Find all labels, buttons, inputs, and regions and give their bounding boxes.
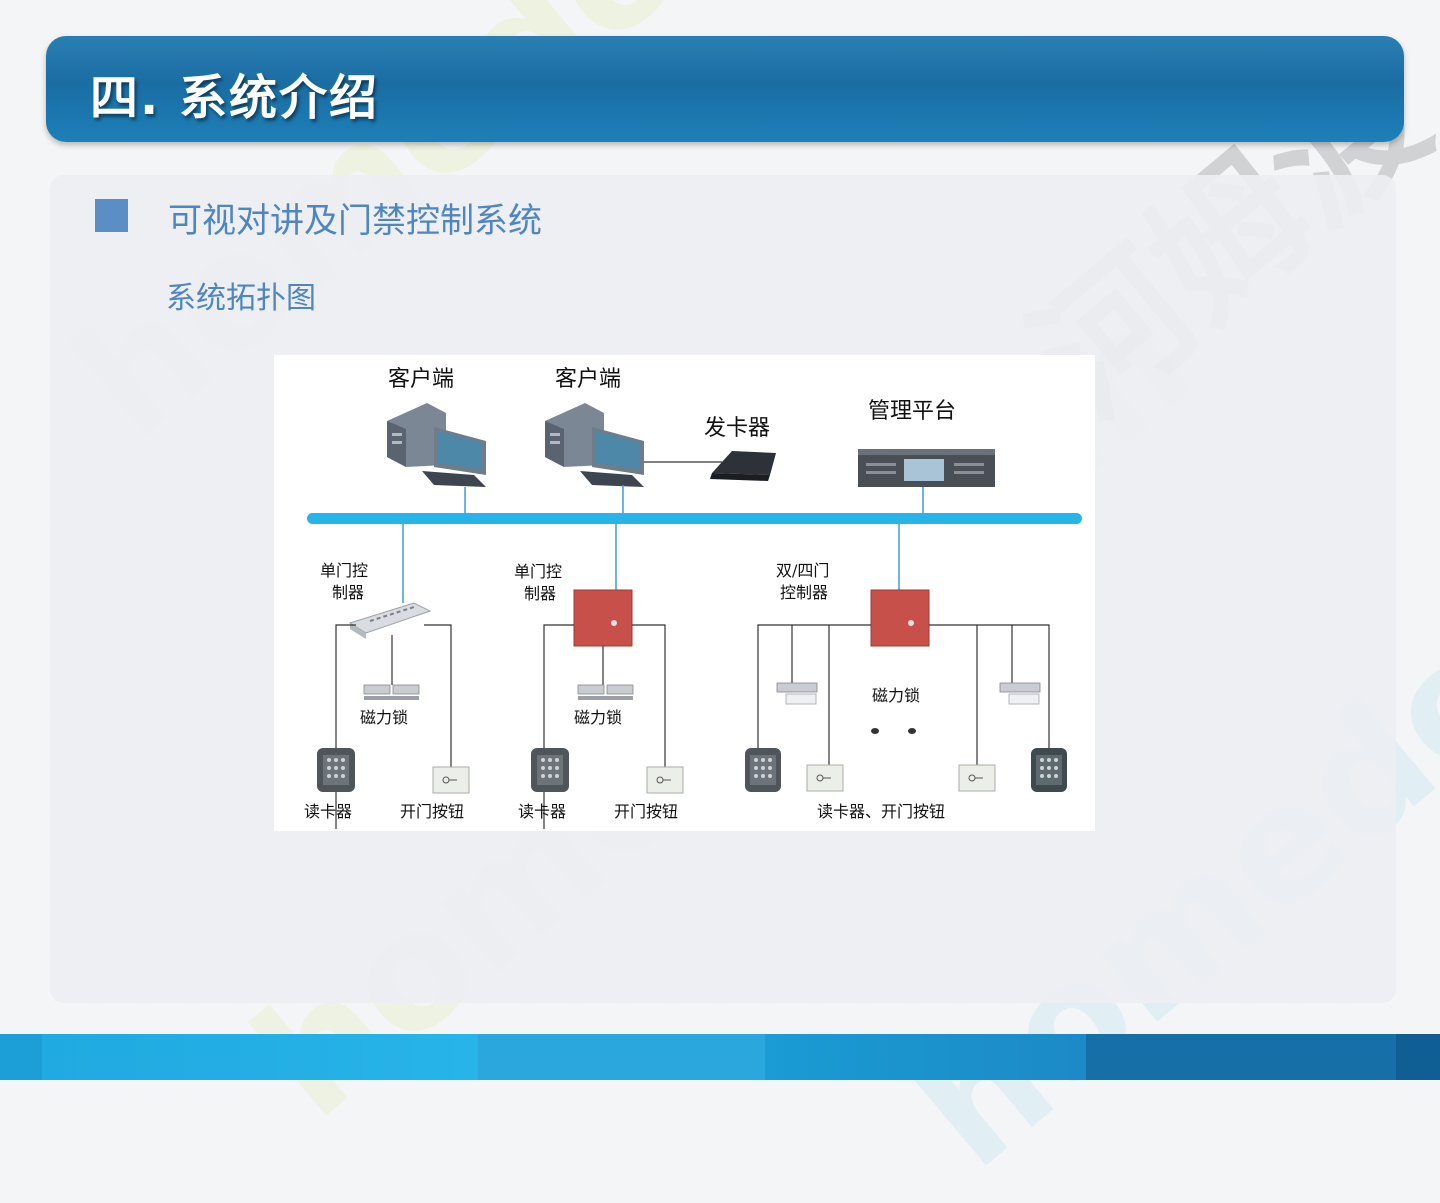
network-bus bbox=[307, 513, 1082, 524]
reader-and-button-label: 读卡器、开门按钮 bbox=[817, 802, 945, 821]
exit-button-2-label: 开门按钮 bbox=[614, 802, 678, 821]
bullet-square-icon bbox=[95, 199, 128, 232]
exit-button-icon bbox=[432, 766, 470, 794]
controller-3-label-line2: 控制器 bbox=[780, 583, 828, 602]
reader-4-wire bbox=[929, 624, 1050, 753]
footer-bar bbox=[0, 1034, 1440, 1080]
controller-1-label-line1: 单门控 bbox=[320, 561, 368, 580]
reader-2-wire bbox=[543, 624, 574, 829]
controller-box-icon bbox=[573, 589, 633, 647]
magnetic-lock-icon bbox=[363, 684, 420, 700]
card-reader-icon bbox=[317, 748, 355, 792]
card-reader-icon bbox=[745, 748, 781, 792]
card-issuer-label: 发卡器 bbox=[704, 416, 770, 441]
controller-2-label-line2: 制器 bbox=[524, 584, 556, 603]
exit-button-icon bbox=[958, 764, 996, 792]
controller-1-label-line2: 制器 bbox=[332, 583, 364, 602]
title-bar: 四. 系统介绍 bbox=[46, 36, 1404, 142]
topology-diagram: 客户端 客户端 发卡器 管 bbox=[274, 355, 1095, 831]
card-reader-icon bbox=[531, 748, 569, 792]
magnetic-lock-icon bbox=[577, 684, 634, 700]
controller-2-label-line1: 单门控 bbox=[514, 562, 562, 581]
management-platform-icon bbox=[858, 449, 995, 487]
management-platform-label: 管理平台 bbox=[868, 399, 956, 424]
computer-icon bbox=[545, 403, 644, 487]
client-1-label: 客户端 bbox=[388, 367, 454, 392]
controller-3-label-line1: 双/四门 bbox=[776, 561, 829, 580]
card-reader-1-label: 读卡器 bbox=[304, 802, 352, 821]
exit-button-icon bbox=[806, 764, 844, 792]
indicator-dots-icon bbox=[871, 728, 916, 734]
slide-title: 四. 系统介绍 bbox=[90, 70, 379, 126]
button-2-wire bbox=[632, 624, 666, 775]
magnetic-lock-1-label: 磁力锁 bbox=[360, 708, 408, 727]
exit-button-icon bbox=[646, 766, 684, 794]
section-subheading: 系统拓扑图 bbox=[166, 281, 316, 316]
computer-icon bbox=[387, 403, 486, 487]
card-reader-2-label: 读卡器 bbox=[518, 802, 566, 821]
exit-button-1-label: 开门按钮 bbox=[400, 802, 464, 821]
magnetic-lock-3-label: 磁力锁 bbox=[872, 686, 920, 705]
footer-segment bbox=[478, 1034, 765, 1080]
card-reader-icon bbox=[1031, 748, 1067, 792]
footer-segment bbox=[1086, 1034, 1396, 1080]
section-heading: 可视对讲及门禁控制系统 bbox=[168, 201, 542, 241]
magnetic-lock-icon bbox=[776, 682, 818, 705]
controller-box-icon bbox=[870, 589, 930, 647]
reader-1-wire bbox=[335, 624, 356, 829]
button-1-wire bbox=[424, 624, 452, 775]
footer-segment bbox=[1396, 1034, 1440, 1080]
card-issuer-icon bbox=[710, 451, 776, 481]
reader-3-wire bbox=[757, 624, 871, 753]
rail-controller-icon bbox=[348, 602, 432, 639]
magnetic-lock-icon bbox=[999, 682, 1041, 705]
client-2-label: 客户端 bbox=[555, 367, 621, 392]
footer-segment bbox=[0, 1034, 42, 1080]
magnetic-lock-2-label: 磁力锁 bbox=[574, 708, 622, 727]
topology-svg: 客户端 客户端 发卡器 管 bbox=[304, 367, 1082, 829]
